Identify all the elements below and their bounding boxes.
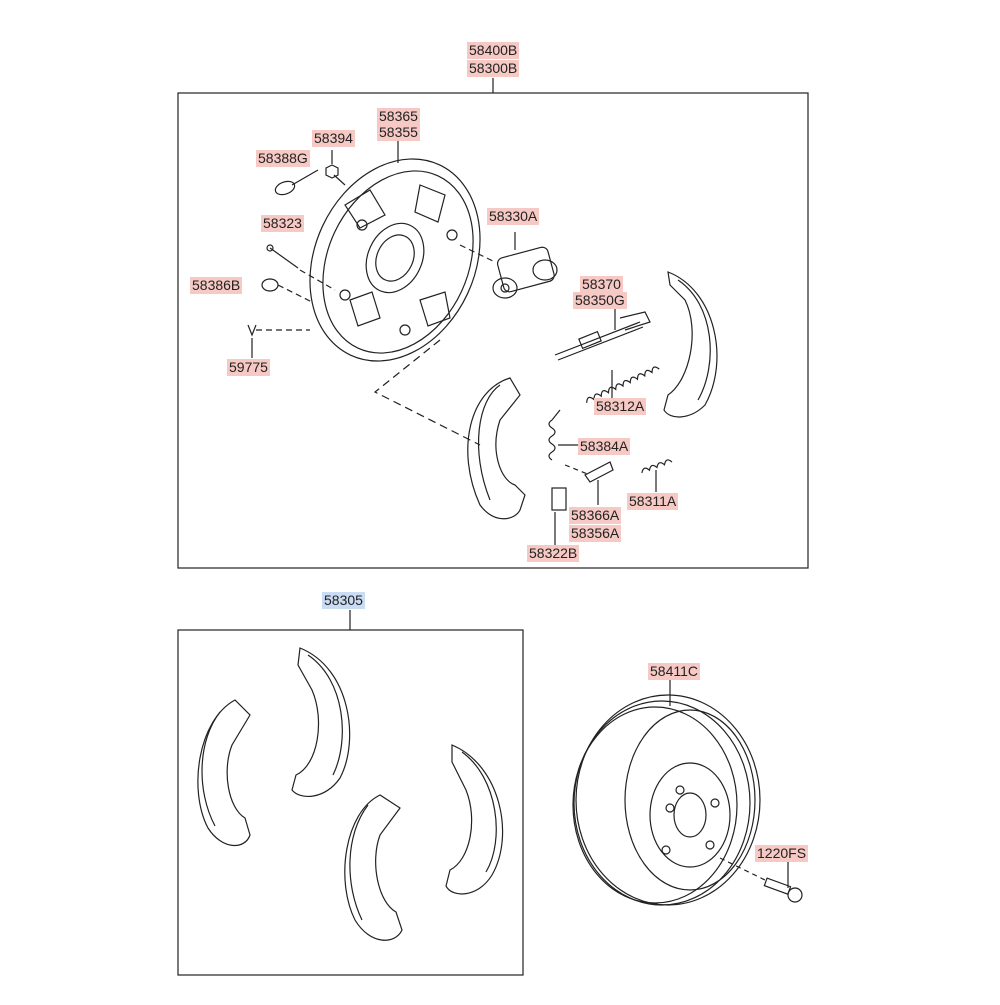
drum-screw[interactable] [763, 877, 803, 903]
spring-58311a[interactable] [641, 459, 673, 474]
label-assy-rh[interactable]: 58400B [467, 42, 520, 59]
label-wheel-cylinder[interactable]: 58330A [487, 208, 540, 225]
shoe-kit-frame [177, 629, 524, 976]
label-backing-plate-lh[interactable]: 58355 [377, 124, 420, 141]
label-drum[interactable]: 58411C [648, 663, 701, 680]
plug-58388g[interactable] [274, 179, 297, 197]
label-clip-59775[interactable]: 59775 [227, 359, 270, 376]
kit-shoe-1[interactable] [197, 699, 251, 847]
label-cup-58386b[interactable]: 58386B [190, 277, 243, 294]
label-bolt-58394[interactable]: 58394 [312, 130, 355, 147]
label-backing-plate-rh[interactable]: 58365 [377, 108, 420, 125]
label-plug-58388g[interactable]: 58388G [256, 150, 310, 167]
label-adjuster-58370[interactable]: 58370 [580, 276, 623, 293]
label-drum-screw[interactable]: 1220FS [755, 845, 809, 862]
clip-58322b[interactable] [551, 487, 567, 511]
label-pin-58323[interactable]: 58323 [261, 215, 304, 232]
kit-shoe-2[interactable] [291, 647, 351, 797]
label-lever-58366a[interactable]: 58366A [569, 507, 622, 524]
wheel-cylinder[interactable] [492, 246, 558, 299]
rear-shoe-left[interactable] [467, 377, 526, 520]
pin-58323[interactable] [266, 244, 299, 269]
backing-plate[interactable] [278, 131, 512, 389]
clip-59775[interactable] [247, 324, 257, 337]
label-lever-58356a[interactable]: 58356A [569, 525, 622, 542]
label-spring-58311a[interactable]: 58311A [627, 493, 679, 510]
kit-shoe-4[interactable] [445, 744, 504, 895]
kit-shoe-3[interactable] [344, 794, 403, 941]
label-spring-58312a[interactable]: 58312A [594, 398, 647, 415]
lever-58366a[interactable] [584, 461, 614, 483]
front-shoe-right[interactable] [663, 271, 718, 418]
bolt-58394[interactable] [325, 164, 346, 186]
cup-58386b[interactable] [261, 278, 279, 292]
brake-drum[interactable] [572, 694, 761, 906]
adjuster-assembly[interactable] [554, 311, 651, 361]
spring-58384a[interactable] [548, 409, 561, 461]
label-shoe-kit[interactable]: 58305 [322, 592, 365, 609]
label-spring-58384a[interactable]: 58384A [578, 438, 631, 455]
label-clip-58322b[interactable]: 58322B [527, 545, 580, 562]
label-adjuster-58350g[interactable]: 58350G [573, 292, 627, 309]
spring-58312a[interactable] [585, 365, 660, 403]
label-assy-lh[interactable]: 58300B [467, 60, 520, 77]
